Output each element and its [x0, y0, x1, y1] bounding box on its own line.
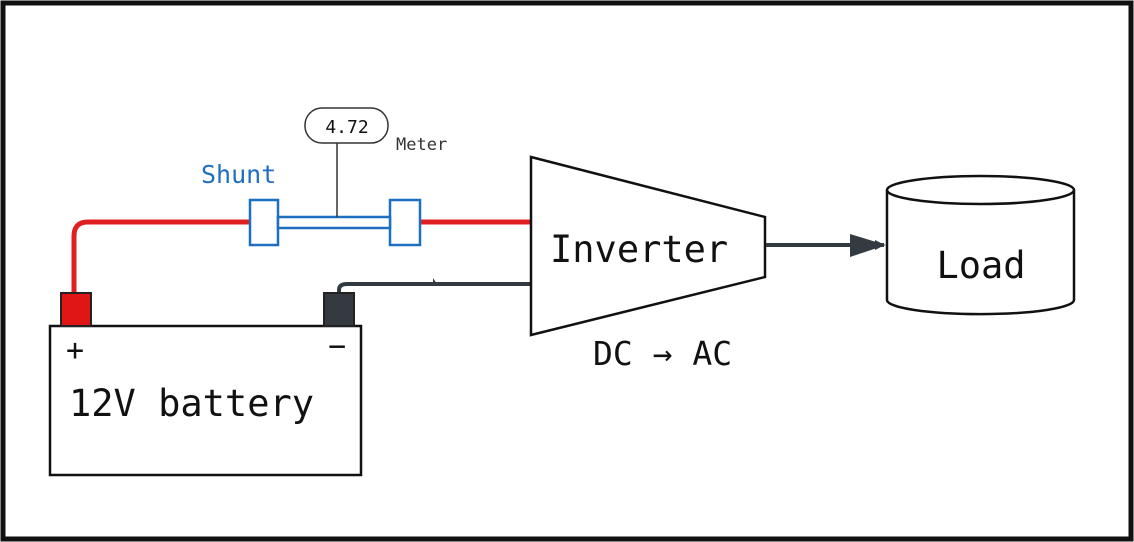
battery-negative-terminal [323, 292, 355, 327]
battery-positive-terminal [60, 292, 92, 327]
shunt-body [276, 215, 392, 230]
positive-wire-battery-to-shunt [71, 219, 250, 295]
ac-output-arrowhead [850, 234, 886, 257]
battery-label: 12V battery [69, 382, 314, 425]
load-label: Load [936, 244, 1025, 287]
shunt [248, 198, 422, 247]
negative-wire-tick [433, 278, 437, 284]
battery-negative-sign: − [328, 329, 346, 364]
inverter [529, 155, 767, 337]
load [885, 174, 1076, 316]
meter-value: 4.72 [325, 117, 368, 138]
load-top [885, 174, 1076, 206]
load-body [885, 190, 1076, 316]
shunt-left-terminal [248, 198, 280, 247]
meter-display [304, 107, 389, 144]
shunt-right-terminal [388, 198, 422, 247]
shunt-label: Shunt [201, 160, 276, 189]
inverter-label: Inverter [550, 228, 728, 271]
battery [48, 324, 363, 477]
battery-positive-sign: + [66, 333, 84, 368]
negative-wire [337, 282, 530, 295]
conversion-label: DC → AC [593, 334, 732, 373]
meter-label: Meter [396, 135, 447, 155]
